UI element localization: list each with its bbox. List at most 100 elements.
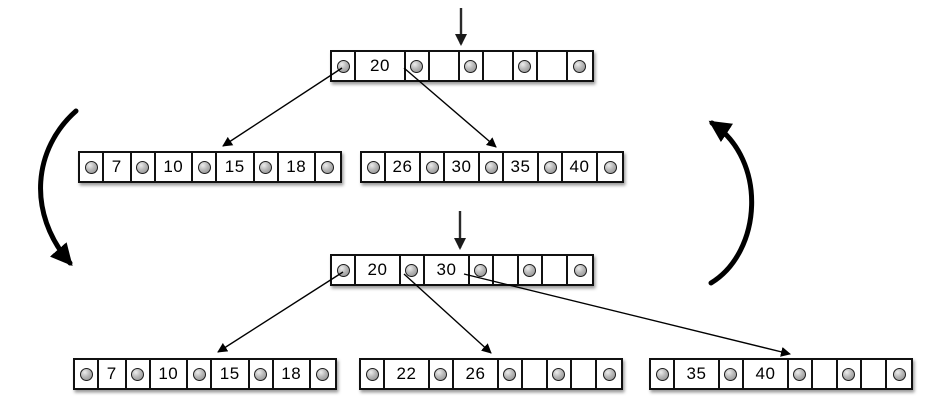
pointer-dot-icon [131,367,145,381]
pointer-cell [499,360,523,388]
pointer-cell [568,52,592,80]
pointer-dot-icon [523,263,537,277]
btree-node-after-root: 20 30 [330,254,594,286]
key-cell: 30 [425,256,470,284]
key-cell [572,360,598,388]
pointer-cell [193,153,218,181]
btree-node-after-child-mid: 22 26 [359,358,623,390]
pointer-cell [548,360,572,388]
pointer-dot-icon [655,367,669,381]
pointer-dot-icon [366,160,380,174]
pointer-dot-icon [464,59,478,73]
pointer-cell [480,153,504,181]
pointer-dot-icon [793,367,807,381]
key-cell [543,256,569,284]
pointer-dot-icon [543,160,557,174]
key-cell: 7 [99,360,127,388]
key-cell [538,52,568,80]
pointer-cell [361,360,385,388]
key-cell [813,360,838,388]
pointer-cell [332,256,356,284]
pointer-dot-icon [136,160,150,174]
key-cell: 40 [563,153,598,181]
pointer-cell [430,360,454,388]
pointer-dot-icon [552,367,566,381]
edge-after-root-to-left-child [217,271,344,353]
pointer-dot-icon [192,367,206,381]
pointer-dot-icon [410,59,424,73]
pointer-dot-icon [484,160,498,174]
pointer-cell [75,360,99,388]
pointer-cell [470,256,494,284]
pointer-cell [421,153,445,181]
transform-arrow-right [708,120,755,286]
pointer-dot-icon [892,367,906,381]
pointer-dot-icon [79,367,93,381]
pointer-cell [406,52,430,80]
key-cell: 15 [217,153,255,181]
btree-node-after-child-left: 7 10 15 18 [73,358,337,390]
pointer-cell [132,153,156,181]
key-cell: 20 [356,256,401,284]
key-cell [862,360,888,388]
key-cell: 35 [504,153,539,181]
pointer-cell [539,153,563,181]
pointer-dot-icon [573,263,587,277]
pointer-cell [311,360,335,388]
btree-node-before-child-left: 7 10 15 18 [78,151,342,183]
key-cell: 30 [445,153,480,181]
pointer-cell [332,52,356,80]
key-cell [494,256,519,284]
pointer-dot-icon [365,367,379,381]
key-cell: 18 [279,153,316,181]
btree-node-after-child-right: 35 40 [649,358,913,390]
pointer-dot-icon [321,160,335,174]
pointer-cell [887,360,911,388]
pointer-dot-icon [503,367,517,381]
key-cell: 40 [744,360,789,388]
pointer-dot-icon [84,160,98,174]
key-cell: 7 [104,153,132,181]
btree-node-before-root: 20 [330,50,594,82]
pointer-cell [651,360,675,388]
key-cell: 22 [385,360,430,388]
key-cell [484,52,514,80]
pointer-cell [80,153,104,181]
key-cell [430,52,460,80]
key-cell: 35 [675,360,720,388]
pointer-dot-icon [573,59,587,73]
pointer-dot-icon [842,367,856,381]
pointer-dot-icon [316,367,330,381]
pointer-cell [362,153,386,181]
pointer-dot-icon [254,367,267,381]
btree-node-before-child-right: 26 30 35 40 [360,151,624,183]
pointer-dot-icon [336,59,350,73]
key-cell: 20 [356,52,406,80]
key-cell: 26 [454,360,499,388]
pointer-cell [460,52,484,80]
key-cell: 18 [274,360,311,388]
pointer-cell [838,360,862,388]
pointer-cell [401,256,425,284]
key-cell [523,360,548,388]
key-cell: 10 [151,360,189,388]
transform-arrow-left [38,108,79,267]
pointer-dot-icon [259,160,272,174]
key-cell: 15 [212,360,250,388]
pointer-dot-icon [336,263,350,277]
pointer-dot-icon [602,367,616,381]
pointer-cell [598,153,622,181]
edge-after-root-to-right-child [463,273,791,357]
pointer-dot-icon [518,59,532,73]
key-cell: 10 [156,153,194,181]
pointer-cell [568,256,592,284]
pointer-dot-icon [434,367,448,381]
pointer-cell [255,153,279,181]
pointer-cell [514,52,538,80]
pointer-dot-icon [405,263,419,277]
pointer-dot-icon [603,160,617,174]
pointer-cell [188,360,213,388]
pointer-cell [597,360,621,388]
pointer-cell [720,360,744,388]
